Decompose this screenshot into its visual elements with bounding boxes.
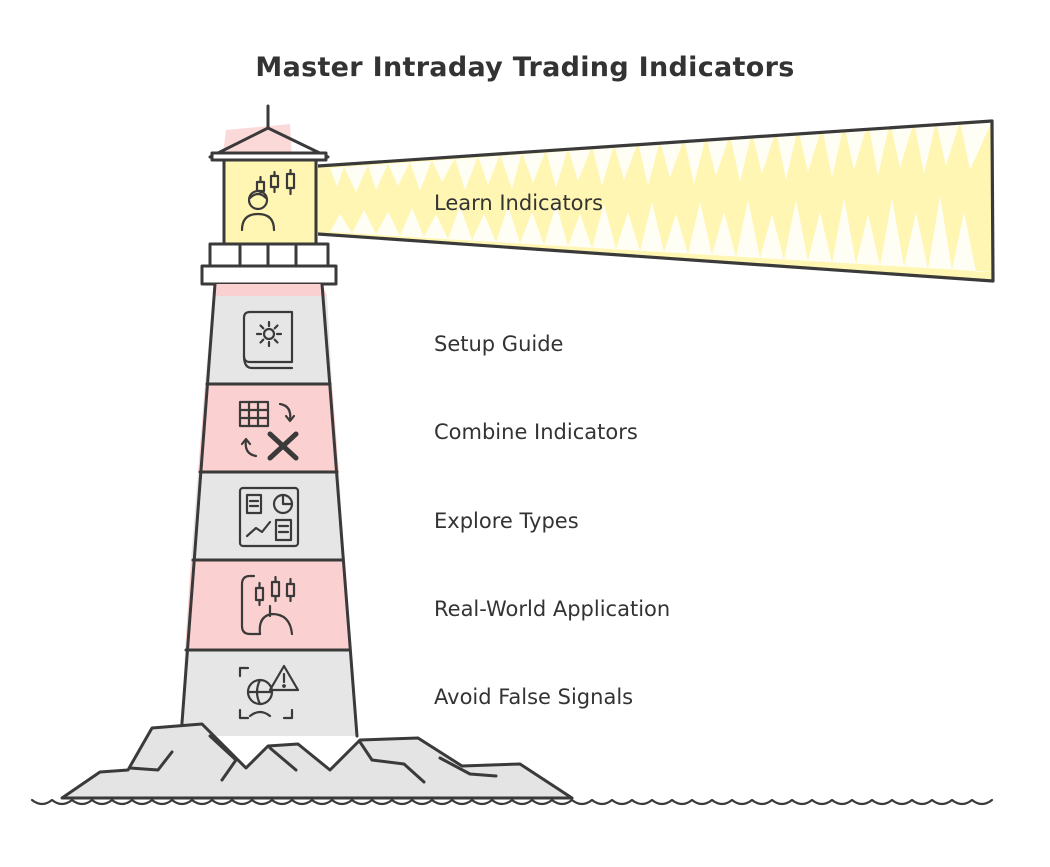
- level-label-setup: Setup Guide: [434, 332, 564, 356]
- dashboard-widgets-icon: [238, 486, 300, 548]
- level-label-combine: Combine Indicators: [434, 420, 638, 444]
- level-label-false-signals: Avoid False Signals: [434, 685, 634, 709]
- settings-book-icon: [242, 310, 294, 370]
- level-label-learn: Learn Indicators: [434, 191, 604, 215]
- rocks: [60, 722, 574, 800]
- trader-candlestick-icon: [240, 168, 296, 232]
- light-beam: [316, 119, 995, 283]
- diagram-title: Master Intraday Trading Indicators: [255, 52, 795, 83]
- tower: [179, 282, 359, 738]
- water-line: [30, 798, 994, 806]
- warning-focus-icon: [238, 664, 300, 720]
- level-label-explore: Explore Types: [434, 509, 579, 533]
- lantern-room: [200, 104, 338, 286]
- level-label-application: Real-World Application: [434, 597, 671, 621]
- table-transform-icon: [238, 400, 299, 461]
- hand-chart-icon: [240, 574, 296, 636]
